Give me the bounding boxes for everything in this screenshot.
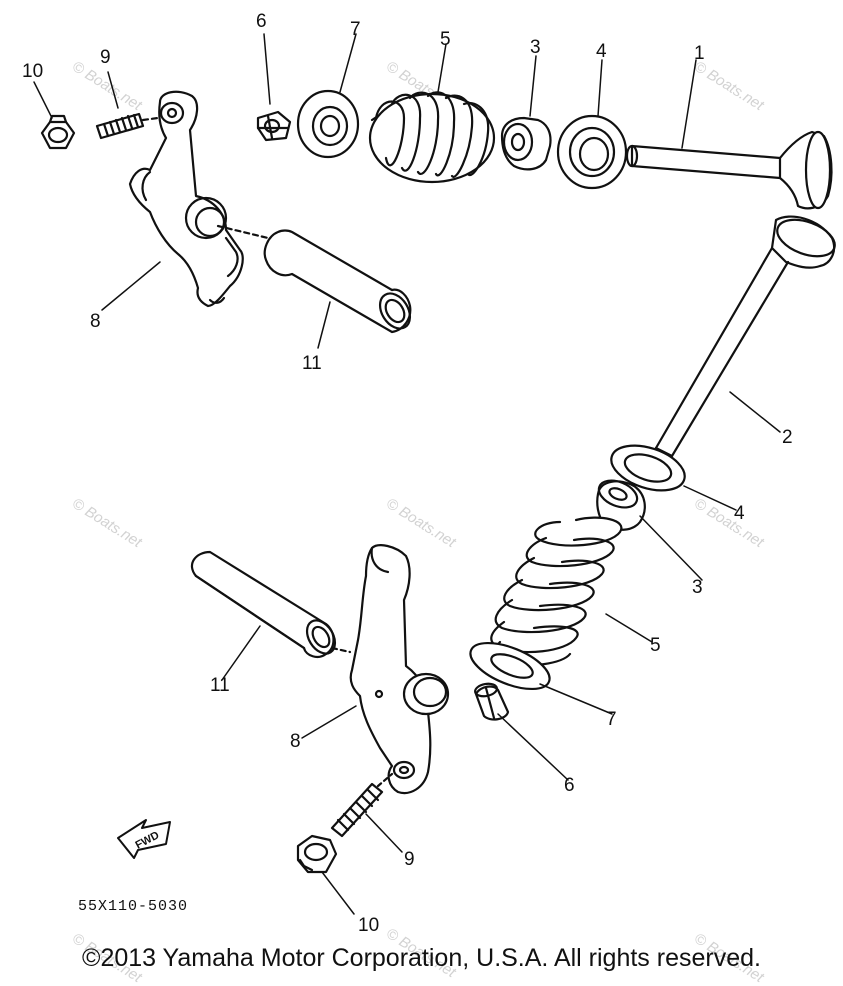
valve-stem-seal-top [500, 116, 552, 171]
callout-5-top: 5 [440, 29, 451, 50]
valve-top [625, 130, 833, 210]
spring-retainer-diagonal [469, 641, 551, 691]
callout-11-top: 11 [302, 353, 322, 374]
callout-10-bottom: 10 [358, 915, 380, 936]
callout-3-top: 3 [530, 37, 541, 58]
nut-bottom [296, 834, 338, 874]
callout-7-top: 7 [350, 19, 361, 40]
callout-5-bottom: 5 [650, 635, 661, 656]
callout-6-top: 6 [256, 11, 267, 32]
valve-diagonal [654, 215, 836, 460]
nut-top [40, 114, 76, 150]
callout-4-bottom: 4 [734, 503, 745, 524]
callout-10-top: 10 [22, 61, 44, 82]
callout-2: 2 [782, 427, 793, 448]
valve-spring-diagonal [490, 516, 623, 667]
forward-arrow-icon [117, 819, 171, 859]
rocker-shaft-bottom [190, 550, 337, 658]
adjusting-screw-bottom [330, 772, 394, 838]
rocker-arm-bottom [349, 544, 450, 795]
callout-8-bottom: 8 [290, 731, 301, 752]
callout-8-top: 8 [90, 311, 101, 332]
callout-1: 1 [694, 43, 705, 64]
valve-stem-seal-diagonal [596, 479, 646, 531]
callout-9-bottom: 9 [404, 849, 415, 870]
callout-6-bottom: 6 [564, 775, 575, 796]
callout-11-bottom: 11 [210, 675, 230, 696]
adjusting-screw-top [95, 112, 160, 140]
part-code: 55X110-5030 [78, 898, 189, 915]
valve-spring-top [368, 91, 496, 184]
callout-3-bottom: 3 [692, 577, 703, 598]
valve-cotter-top [256, 110, 292, 142]
spring-retainer-top [296, 89, 360, 159]
rocker-arm-top [128, 90, 244, 308]
callout-7-bottom: 7 [606, 709, 617, 730]
rocker-shaft-top [263, 229, 412, 334]
spring-seat-top [556, 114, 628, 190]
copyright-notice: ©2013 Yamaha Motor Corporation, U.S.A. A… [82, 944, 761, 972]
valve-cotter-diagonal [474, 682, 510, 721]
callout-4-top: 4 [596, 41, 607, 62]
spring-seat-diagonal [610, 444, 686, 492]
callout-9-top: 9 [100, 47, 111, 68]
